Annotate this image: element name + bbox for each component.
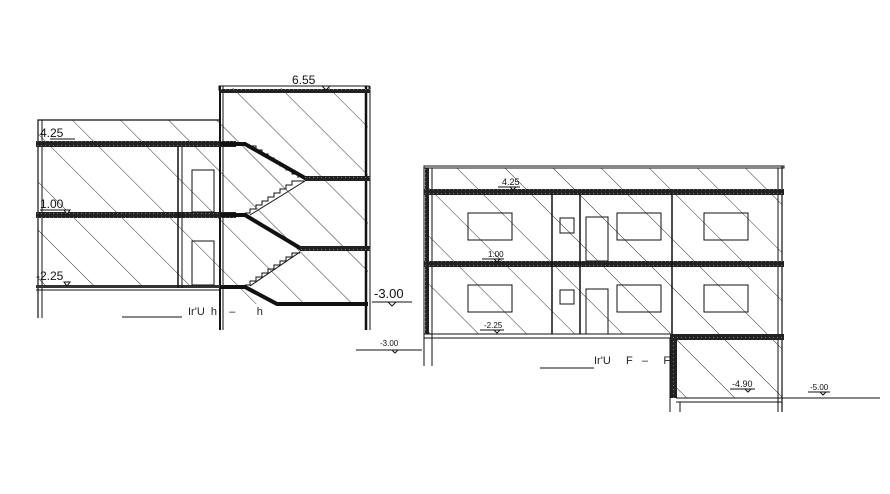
level-label-middle: 1.00 bbox=[40, 197, 64, 211]
window bbox=[616, 284, 662, 313]
door bbox=[191, 169, 215, 213]
slab-upper bbox=[424, 189, 784, 195]
stair-tower-hatch bbox=[220, 88, 368, 304]
window bbox=[703, 284, 749, 313]
door bbox=[585, 216, 609, 262]
level-label-upper: 4.25 bbox=[502, 177, 520, 187]
right-section bbox=[423, 165, 880, 412]
level-label-outside: -3.00 bbox=[380, 339, 399, 348]
section-caption-right: Ir'U F – F bbox=[594, 355, 670, 367]
slab-upper bbox=[36, 141, 236, 147]
section-caption-left: Ir'U h – h bbox=[188, 306, 263, 318]
left-section bbox=[36, 85, 422, 351]
window bbox=[467, 212, 513, 241]
door bbox=[585, 288, 609, 335]
window bbox=[703, 212, 749, 241]
window-small bbox=[559, 217, 575, 234]
level-label-top: 6.55 bbox=[292, 73, 316, 87]
right-building-hatch bbox=[426, 168, 782, 334]
window bbox=[616, 212, 662, 241]
level-label-outside: -5.00 bbox=[810, 383, 829, 392]
level-label-pit: -4.90 bbox=[732, 379, 753, 389]
slab-middle bbox=[36, 212, 236, 218]
window bbox=[467, 284, 513, 313]
pit-hatch bbox=[676, 338, 782, 398]
level-label-lower: -2.25 bbox=[484, 321, 503, 330]
door bbox=[191, 240, 215, 286]
level-label-middle: 1.00 bbox=[488, 250, 504, 259]
left-wing-hatch bbox=[38, 120, 220, 288]
level-label-basement: -3.00 bbox=[374, 286, 404, 301]
pit-wall bbox=[670, 338, 677, 398]
slab-middle bbox=[424, 261, 784, 267]
window-small bbox=[559, 289, 575, 305]
roof-slab bbox=[220, 89, 370, 93]
level-label-upper: 4.25 bbox=[40, 126, 64, 140]
slab-lower bbox=[36, 285, 221, 288]
level-label-lower: -2.25 bbox=[36, 269, 64, 283]
